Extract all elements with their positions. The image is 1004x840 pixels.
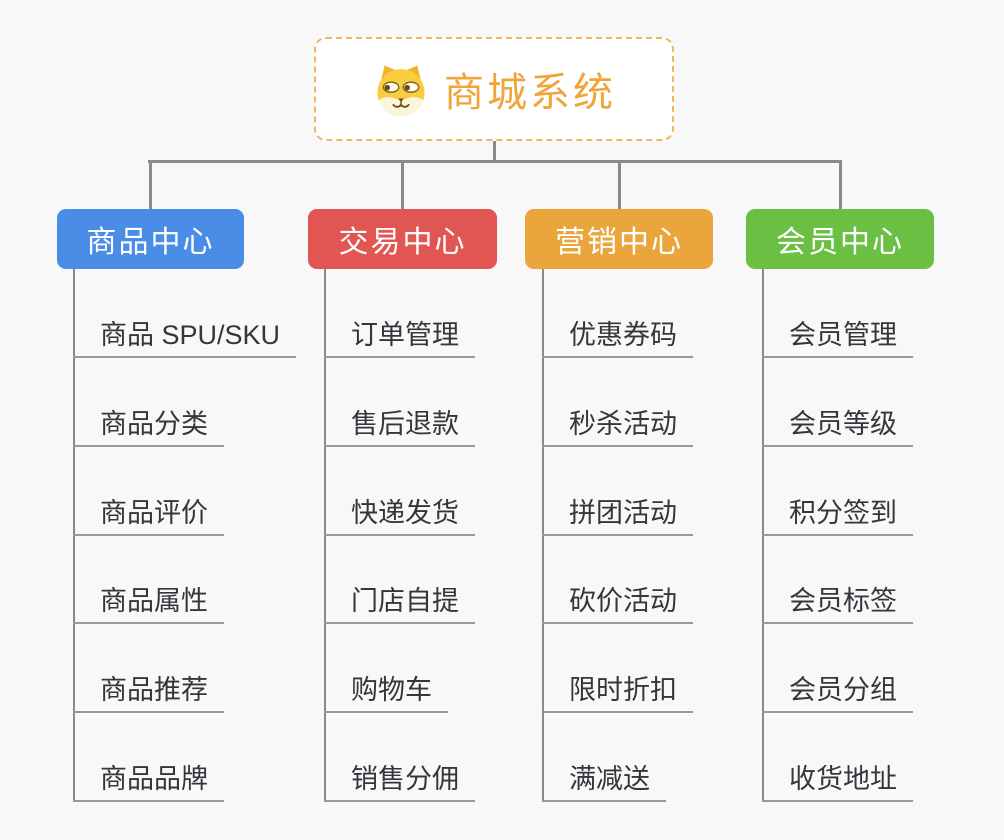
connector-bus xyxy=(148,160,841,163)
leaf-label: 快递发货 xyxy=(351,498,459,528)
connector-branch-drop xyxy=(618,160,621,209)
leaf-label: 售后退款 xyxy=(351,409,459,439)
leaf-item[interactable]: 售后退款 xyxy=(324,399,475,447)
shiba-dog-icon xyxy=(372,60,430,118)
leaf-item[interactable]: 商品 SPU/SKU xyxy=(73,310,297,358)
leaf-label: 秒杀活动 xyxy=(569,409,677,439)
leaf-item[interactable]: 限时折扣 xyxy=(542,665,693,713)
leaf-item[interactable]: 会员等级 xyxy=(762,399,913,447)
leaf-label: 会员标签 xyxy=(789,586,897,616)
leaf-item[interactable]: 销售分佣 xyxy=(324,754,475,802)
leaf-label: 订单管理 xyxy=(351,320,459,350)
leaf-item[interactable]: 积分签到 xyxy=(762,488,913,536)
leaf-item[interactable]: 满减送 xyxy=(542,754,666,802)
branch-node[interactable]: 会员中心 xyxy=(746,209,934,269)
connector-branch-drop xyxy=(401,160,404,209)
branch-node[interactable]: 商品中心 xyxy=(57,209,244,269)
leaf-item[interactable]: 商品推荐 xyxy=(73,665,224,713)
leaf-label: 销售分佣 xyxy=(351,764,459,794)
leaf-label: 会员分组 xyxy=(789,675,897,705)
leaf-label: 拼团活动 xyxy=(569,498,677,528)
leaf-item[interactable]: 商品评价 xyxy=(73,488,224,536)
connector-branch-drop xyxy=(149,160,152,209)
branch-label: 交易中心 xyxy=(338,226,467,259)
branch-label: 会员中心 xyxy=(776,226,904,259)
leaf-item[interactable]: 收货地址 xyxy=(762,754,913,802)
root-node[interactable]: 商城系统 xyxy=(314,37,674,141)
leaf-label: 商品评价 xyxy=(100,498,208,528)
leaf-label: 优惠券码 xyxy=(569,320,677,350)
leaf-item[interactable]: 拼团活动 xyxy=(542,488,693,536)
leaf-item[interactable]: 会员标签 xyxy=(762,576,913,624)
leaf-label: 商品属性 xyxy=(100,586,208,616)
leaf-label: 商品 SPU/SKU xyxy=(100,320,281,350)
connector-root-drop xyxy=(493,141,496,161)
leaf-label: 商品品牌 xyxy=(100,764,208,794)
leaf-item[interactable]: 商品品牌 xyxy=(73,754,224,802)
branch-label: 营销中心 xyxy=(555,226,683,259)
leaf-label: 满减送 xyxy=(569,764,650,794)
branch-node[interactable]: 营销中心 xyxy=(525,209,713,269)
leaf-item[interactable]: 购物车 xyxy=(324,665,448,713)
leaf-item[interactable]: 订单管理 xyxy=(324,310,475,358)
root-title: 商城系统 xyxy=(444,71,616,115)
leaf-item[interactable]: 商品分类 xyxy=(73,399,224,447)
leaf-label: 门店自提 xyxy=(351,586,459,616)
leaf-item[interactable]: 会员管理 xyxy=(762,310,913,358)
leaf-label: 购物车 xyxy=(351,675,432,705)
leaf-label: 会员管理 xyxy=(789,320,897,350)
leaf-label: 商品推荐 xyxy=(100,675,208,705)
leaf-item[interactable]: 秒杀活动 xyxy=(542,399,693,447)
leaf-label: 收货地址 xyxy=(789,764,897,794)
leaf-label: 商品分类 xyxy=(100,409,208,439)
leaf-item[interactable]: 砍价活动 xyxy=(542,576,693,624)
leaf-item[interactable]: 快递发货 xyxy=(324,488,475,536)
leaf-item[interactable]: 会员分组 xyxy=(762,665,913,713)
leaf-label: 限时折扣 xyxy=(569,675,677,705)
connector-branch-drop xyxy=(839,160,842,209)
leaf-label: 积分签到 xyxy=(789,498,897,528)
branch-label: 商品中心 xyxy=(86,226,215,259)
leaf-item[interactable]: 优惠券码 xyxy=(542,310,693,358)
leaf-label: 会员等级 xyxy=(789,409,897,439)
leaf-item[interactable]: 商品属性 xyxy=(73,576,224,624)
leaf-item[interactable]: 门店自提 xyxy=(324,576,475,624)
branch-node[interactable]: 交易中心 xyxy=(308,209,497,269)
leaf-label: 砍价活动 xyxy=(569,586,677,616)
